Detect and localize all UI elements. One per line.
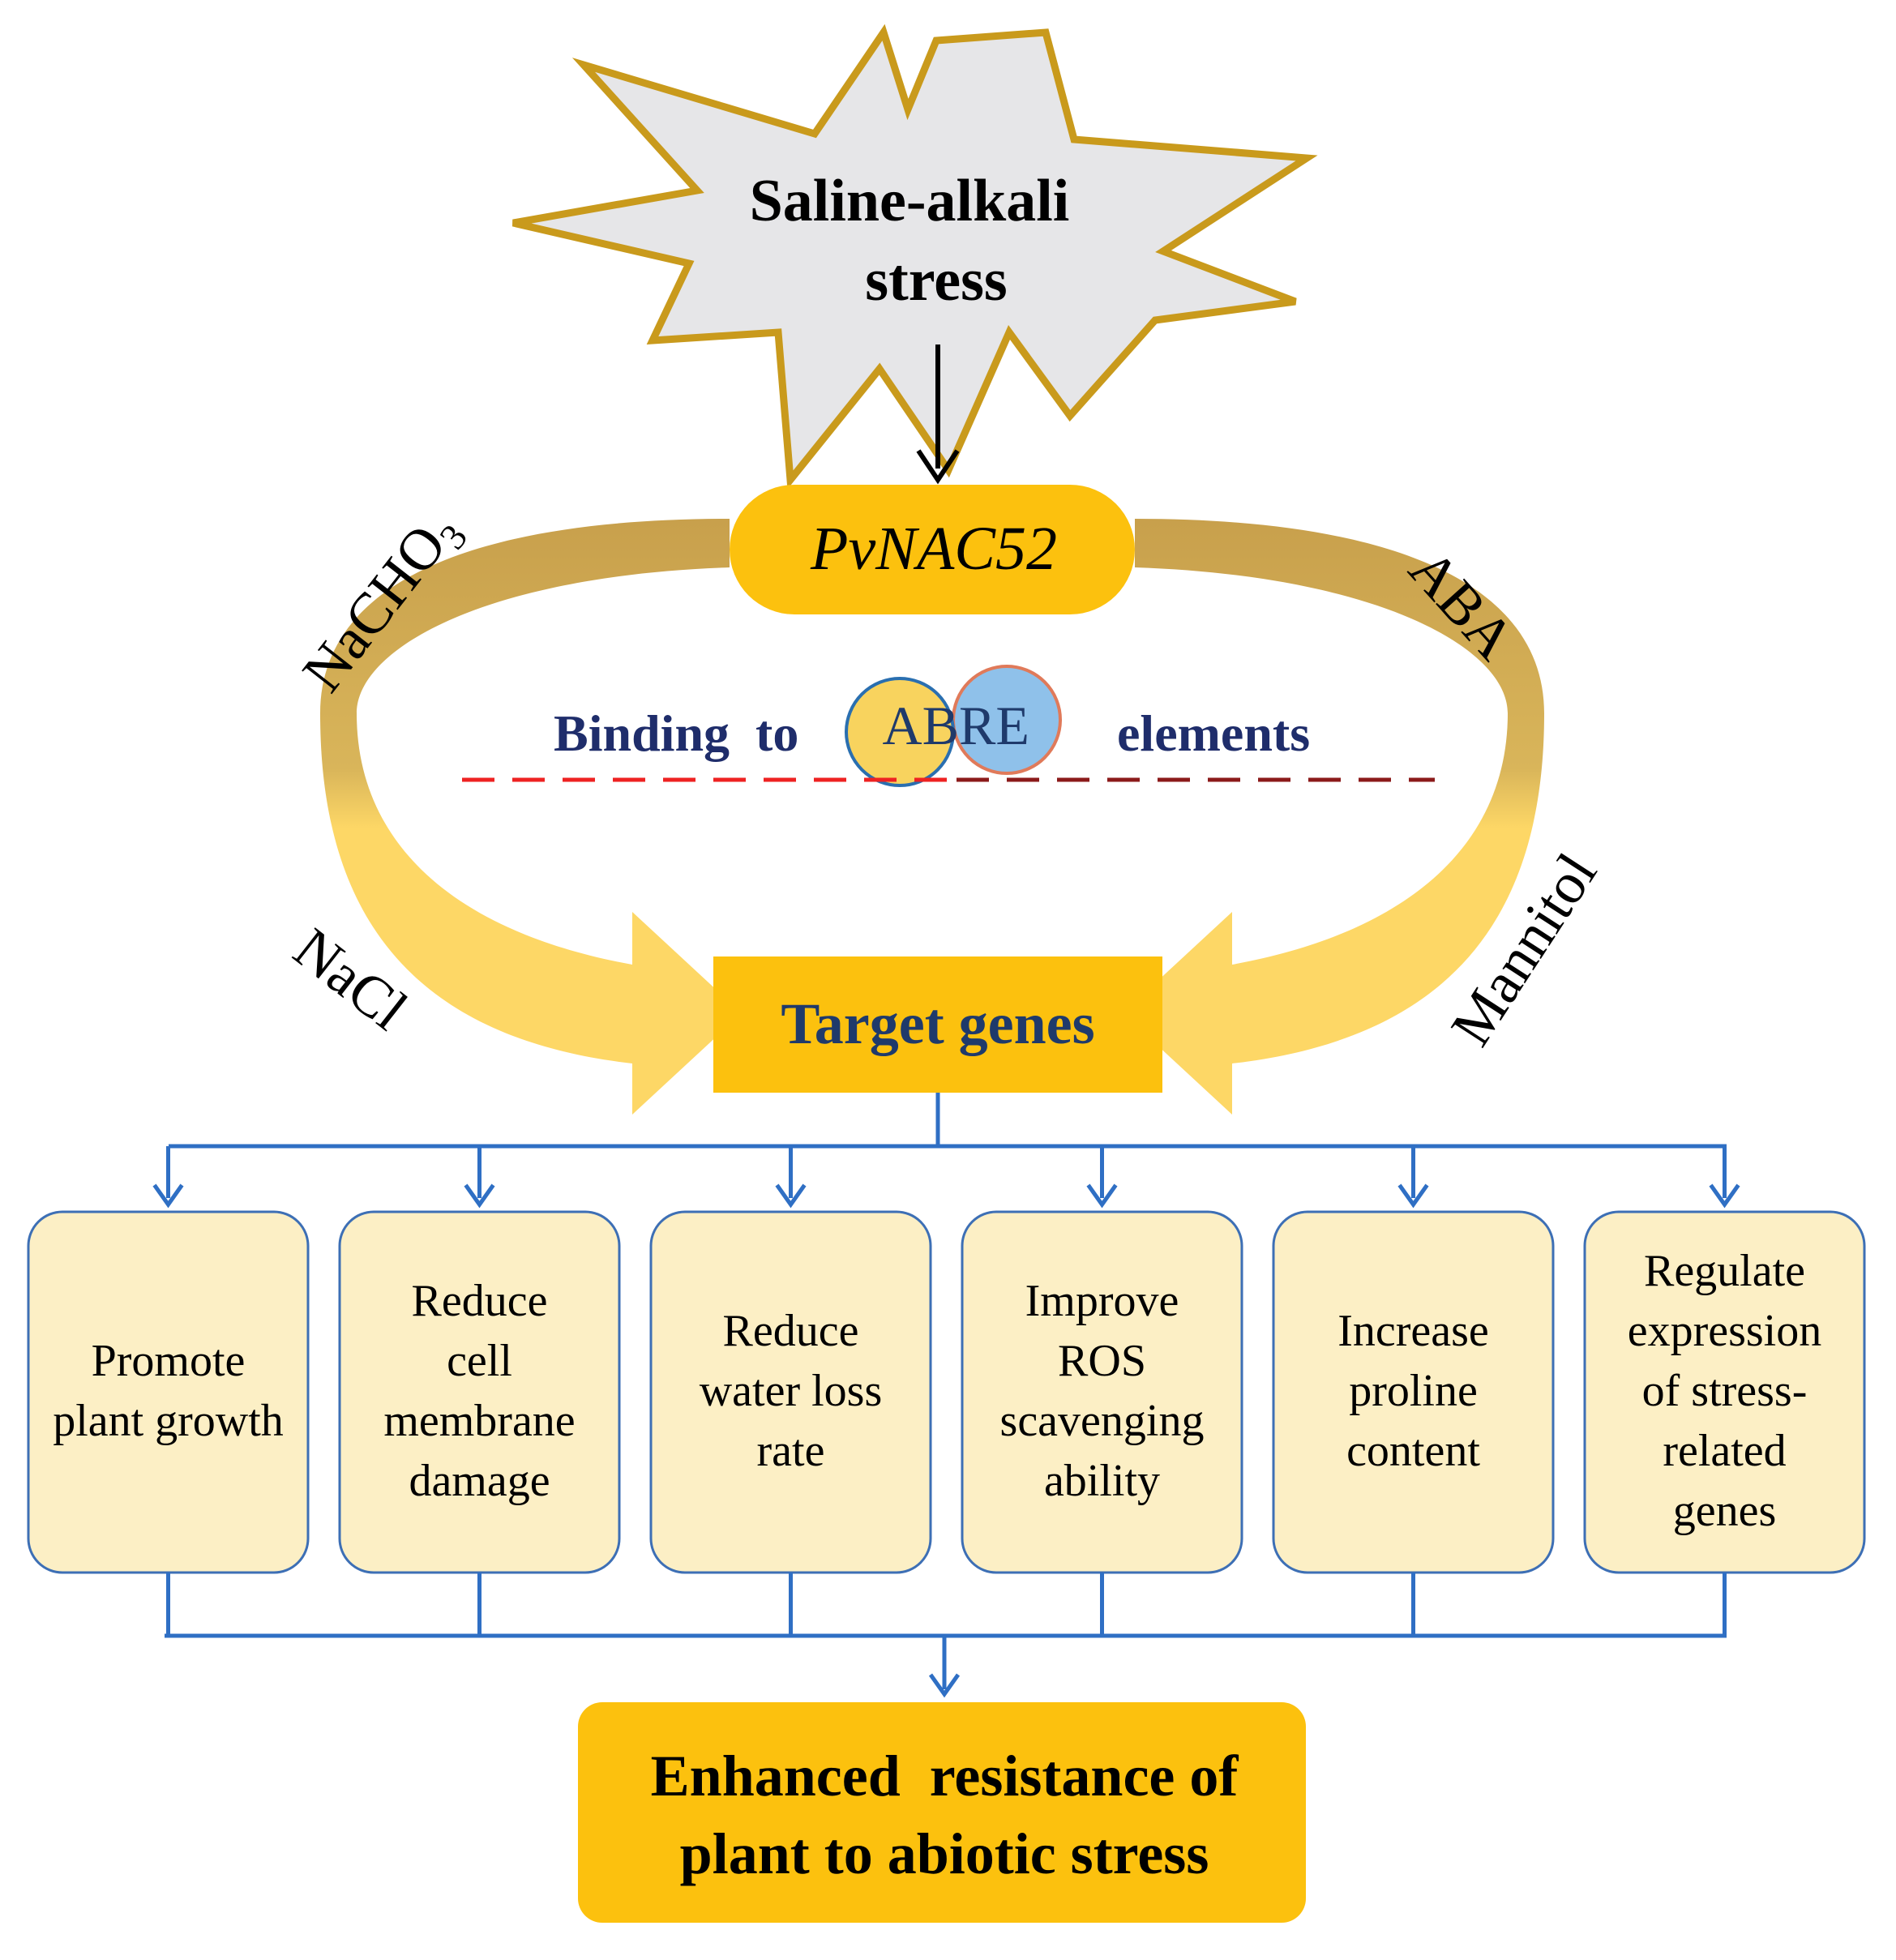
abre-right-label: RE	[959, 695, 1029, 756]
effect-drop-arrowhead	[152, 1183, 184, 1209]
effect-box	[338, 1210, 621, 1574]
effect-box-text-line: Reduce	[723, 1306, 859, 1356]
effect-box-text-line: genes	[1673, 1486, 1777, 1536]
stress-starburst	[511, 24, 1318, 490]
outcome-connector-arrowhead	[928, 1673, 961, 1698]
effect-box-text-line: expression	[1628, 1306, 1822, 1356]
effect-box-text-line: scavenging	[1000, 1396, 1205, 1446]
effect-drop-arrowhead	[1709, 1183, 1740, 1209]
effect-drop-arrowhead	[775, 1183, 807, 1209]
effect-drop-arrows	[152, 1146, 1740, 1209]
effect-drop-arrowhead	[464, 1183, 495, 1209]
effect-box-text-line: cell	[447, 1336, 512, 1386]
stress-to-gene-arrowhead	[916, 449, 960, 485]
effect-box-text-line: Promote	[92, 1336, 246, 1386]
outcome-box	[578, 1702, 1306, 1923]
effect-box-text-line: Regulate	[1644, 1246, 1805, 1296]
effect-rise-lines	[166, 1573, 1727, 1636]
effect-box	[961, 1210, 1243, 1574]
effect-box-text-line: damage	[409, 1456, 550, 1506]
effect-box-text-line: ROS	[1058, 1336, 1146, 1386]
effect-box-text-line: Reduce	[412, 1276, 548, 1326]
outcome-line2: plant to abiotic stress	[680, 1821, 1209, 1886]
stress-label-line1: Saline-alkali	[750, 168, 1070, 234]
effect-box-text-line: proline	[1349, 1366, 1478, 1416]
gene-label: PvNAC52	[810, 515, 1057, 583]
effect-box-text-line: rate	[757, 1426, 825, 1476]
abre-left-label: AB	[883, 695, 959, 756]
effect-box-text-line: related	[1663, 1426, 1786, 1476]
effect-box-text-line: content	[1346, 1426, 1480, 1476]
stress-label-line2: stress	[865, 247, 1007, 314]
outcome-line1: Enhanced resistance of	[651, 1744, 1239, 1808]
gene-pill	[730, 485, 1135, 614]
effect-box-text-line: plant growth	[53, 1396, 284, 1446]
effect-box-text-line: of stress-	[1642, 1366, 1808, 1416]
target-genes-box	[713, 956, 1162, 1093]
effect-drop-arrowhead	[1086, 1183, 1118, 1209]
effect-box	[27, 1210, 310, 1574]
effect-box-text-line: Improve	[1025, 1276, 1179, 1326]
right-arc-arrow	[1123, 519, 1544, 1115]
effect-box-text-line: water loss	[700, 1366, 883, 1416]
binding-suffix: elements	[1117, 704, 1310, 762]
effect-box-text-line: membrane	[383, 1396, 575, 1446]
target-genes-label: Target genes	[781, 991, 1094, 1056]
effect-box-text-line: Increase	[1337, 1306, 1489, 1356]
left-arc-arrow	[320, 519, 742, 1115]
effect-drop-arrowhead	[1397, 1183, 1429, 1209]
abre-left-circle	[845, 677, 955, 787]
effect-box-text-line: ability	[1044, 1456, 1160, 1506]
effect-boxes: Promote plant growth Reduce cell membrane dam…	[27, 1210, 1866, 1574]
binding-prefix: Binding to	[554, 704, 798, 762]
